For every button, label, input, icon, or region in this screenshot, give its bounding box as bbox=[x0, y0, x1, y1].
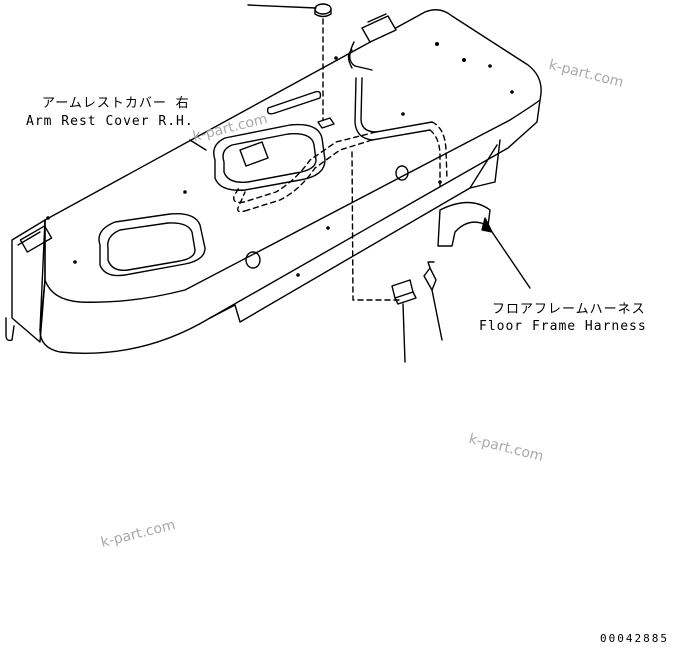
floor-frame-harness-label-jp: フロアフレームハーネス bbox=[492, 302, 646, 317]
cap-plug bbox=[247, 3, 335, 129]
figure-number: 00042885 bbox=[600, 632, 669, 645]
arm-rest-cover-leader bbox=[189, 139, 207, 151]
floor-frame-harness-label-en: Floor Frame Harness bbox=[479, 319, 647, 334]
mounting-holes bbox=[46, 42, 514, 277]
arm-rest-cover-label-jp: アームレストカバー 右 bbox=[42, 96, 190, 111]
connector-and-clip bbox=[391, 261, 443, 363]
arm-rest-cover-label-en: Arm Rest Cover R.H. bbox=[26, 114, 194, 129]
harness-route bbox=[233, 13, 448, 301]
side-holes bbox=[245, 165, 409, 269]
cover-body-outline bbox=[5, 9, 542, 354]
cover-openings bbox=[98, 90, 326, 277]
floor-frame-harness-part bbox=[437, 201, 531, 289]
